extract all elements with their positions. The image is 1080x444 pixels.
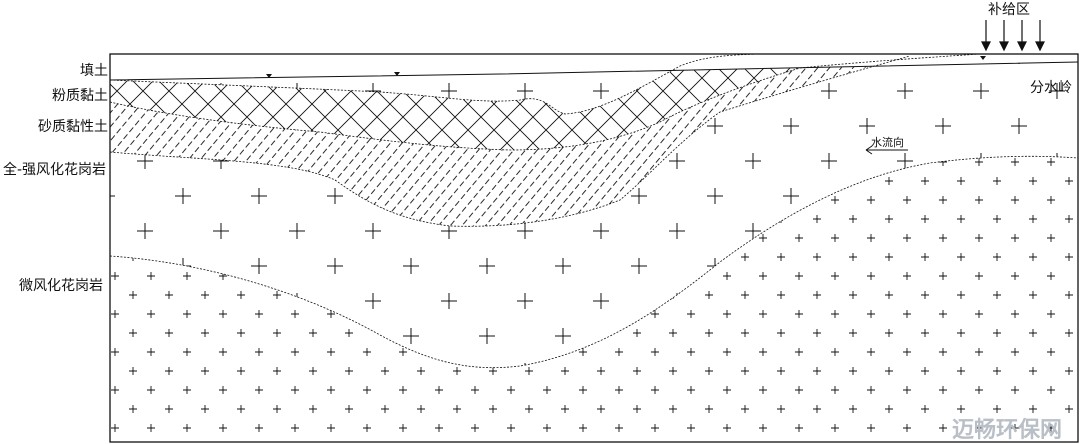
- layer-boundaries: [109, 53, 1079, 369]
- label-fill-soil: 填土: [80, 63, 108, 79]
- label-slightly-weathered-granite: 微风化花岗岩: [19, 278, 103, 294]
- label-flow-direction: 水流向: [871, 135, 904, 149]
- watermark-text: 迈畅环保网: [952, 418, 1062, 443]
- flow-direction-arrow-icon: [865, 145, 908, 155]
- label-fully-weathered-granite: 全-强风化花岗岩: [3, 161, 106, 178]
- label-sandy-clay: 砂质黏性土: [38, 119, 108, 135]
- fill-soil-layer: [110, 54, 1078, 80]
- granite-slightly-weathered-pattern: [110, 156, 1078, 443]
- label-silty-clay: 粉质黏土: [52, 88, 108, 104]
- label-watershed: 分水岭: [1030, 80, 1072, 96]
- label-recharge-zone: 补给区: [988, 2, 1030, 18]
- section-frame: [109, 53, 1079, 443]
- water-table-markers: [266, 56, 986, 78]
- recharge-arrows: [981, 20, 1045, 52]
- silty-clay-pattern: [110, 54, 980, 150]
